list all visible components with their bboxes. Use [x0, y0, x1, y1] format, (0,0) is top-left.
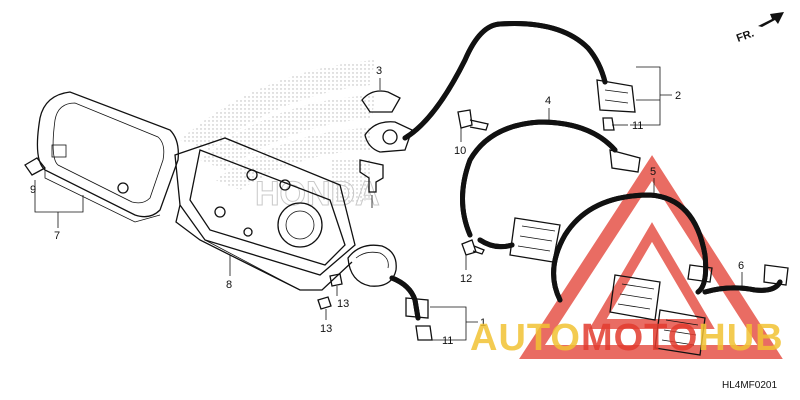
bolt-10 — [457, 109, 489, 131]
watermark-text: AUTOMOTOHUB — [470, 317, 784, 359]
callout-10: 10 — [454, 145, 466, 157]
callout-1: 1 — [480, 317, 486, 329]
callout-3: 3 — [376, 65, 382, 77]
direction-label: FR. — [735, 27, 756, 44]
watermark-part-2: MOTO — [581, 317, 698, 359]
callout-12: 12 — [460, 273, 472, 285]
callout-2: 2 — [675, 90, 681, 102]
callout-8: 8 — [226, 279, 232, 291]
harness-5 — [551, 192, 713, 356]
callout-13-bottom: 13 — [320, 323, 332, 335]
meter-assembly — [36, 91, 179, 223]
socket-harness-1 — [347, 244, 433, 341]
leader-lines — [34, 66, 743, 341]
watermark-part-3: HUB — [698, 317, 783, 359]
bolt-13 — [317, 273, 343, 310]
callout-9: 9 — [30, 184, 36, 196]
brand-shadow-text: HONDA — [255, 175, 380, 213]
callout-6: 6 — [738, 260, 744, 272]
harness-6 — [702, 264, 789, 295]
honda-wing-shadow: HONDA — [180, 60, 380, 214]
callout-4: 4 — [545, 95, 551, 107]
diagram-code: HL4MF0201 — [722, 380, 777, 391]
front-arrow-icon — [758, 12, 784, 27]
watermark-logo — [519, 155, 783, 359]
callout-11-bottom: 11 — [442, 335, 453, 347]
watermark-part-1: AUTO — [470, 317, 581, 359]
callout-13-top: 13 — [337, 298, 349, 310]
callout-11-top: 11 — [632, 120, 643, 132]
callout-5: 5 — [650, 166, 656, 178]
main-harness-2 — [402, 21, 636, 141]
svg-text:AUTOMOTOHUB: AUTOMOTOHUB — [470, 317, 784, 359]
callout-7: 7 — [54, 230, 60, 242]
ignition-switch — [359, 90, 413, 208]
front-direction-indicator: FR. — [735, 12, 784, 45]
callout-numbers: 1 2 3 4 5 6 7 8 9 10 11 11 12 13 13 — [30, 65, 744, 347]
part-9-clip — [24, 157, 46, 176]
meter-case — [174, 137, 356, 291]
harness-4 — [460, 119, 641, 263]
bolt-12 — [461, 239, 485, 256]
